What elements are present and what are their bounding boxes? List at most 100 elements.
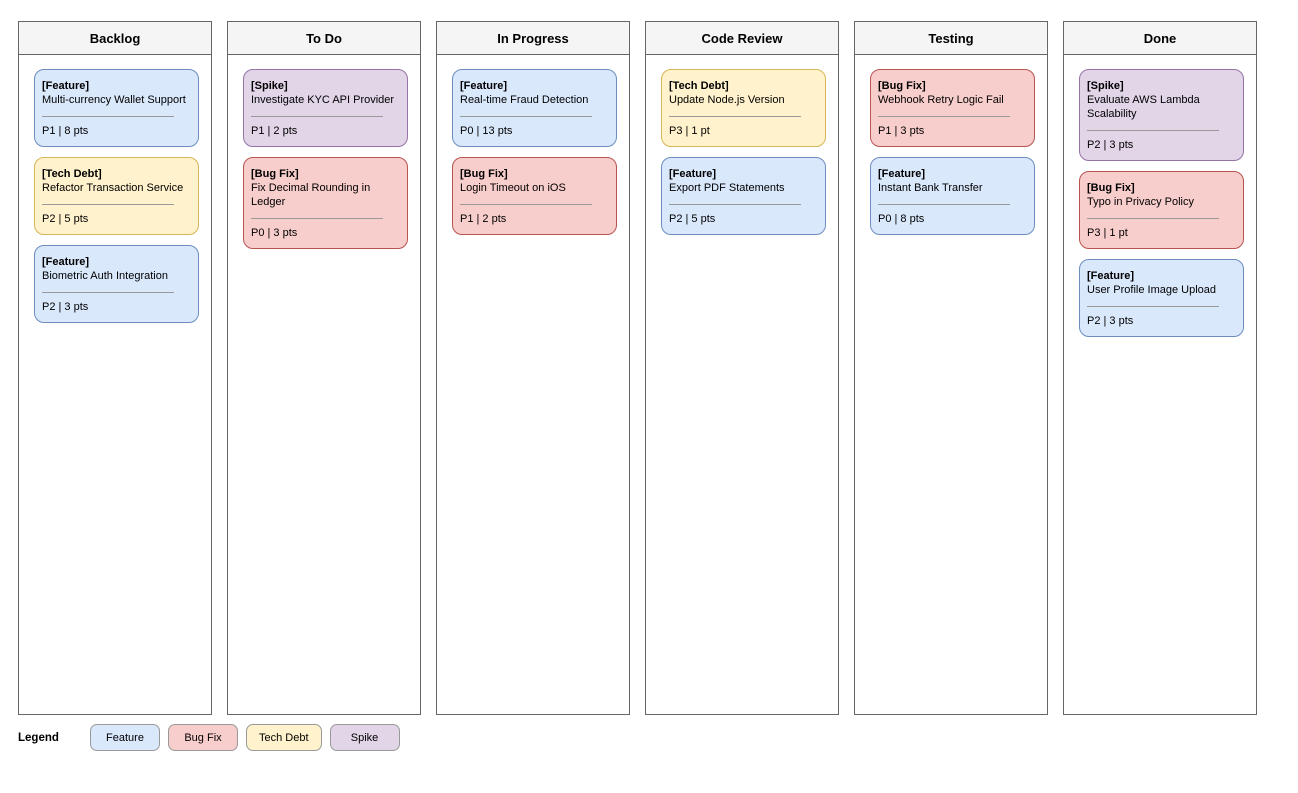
card-type-tag: [Bug Fix] bbox=[1087, 182, 1135, 194]
kanban-column-to-do: To Do [Spike] Investigate KYC API Provid… bbox=[227, 21, 421, 715]
card-priority-points: P2 | 5 pts bbox=[42, 213, 89, 225]
card-divider bbox=[251, 116, 383, 117]
kanban-card[interactable]: [Tech Debt] Refactor Transaction Service… bbox=[34, 157, 199, 235]
column-title: Backlog bbox=[89, 30, 141, 46]
kanban-column-backlog: Backlog [Feature] Multi-currency Wallet … bbox=[18, 21, 212, 715]
card-title: Export PDF Statements bbox=[669, 182, 785, 194]
legend-chip-feature: Feature bbox=[90, 724, 160, 751]
card-divider bbox=[1087, 218, 1219, 219]
legend: Legend Feature Bug Fix Tech Debt Spike bbox=[18, 724, 408, 751]
card-type-tag: [Spike] bbox=[1087, 80, 1124, 92]
card-priority-points: P3 | 1 pt bbox=[1087, 227, 1128, 239]
card-divider bbox=[878, 116, 1010, 117]
card-priority-points: P0 | 3 pts bbox=[251, 227, 298, 239]
kanban-card[interactable]: [Feature] Biometric Auth Integration P2 … bbox=[34, 245, 199, 323]
column-title: Done bbox=[1143, 30, 1177, 46]
kanban-card[interactable]: [Feature] Multi-currency Wallet Support … bbox=[34, 69, 199, 147]
card-type-tag: [Feature] bbox=[669, 168, 717, 180]
legend-label: Legend bbox=[18, 731, 59, 744]
card-title: Typo in Privacy Policy bbox=[1087, 196, 1194, 208]
kanban-card[interactable]: [Feature] User Profile Image Upload P2 |… bbox=[1079, 259, 1244, 337]
column-header: Backlog bbox=[19, 22, 211, 55]
legend-chip-techdebt: Tech Debt bbox=[246, 724, 322, 751]
card-priority-points: P1 | 2 pts bbox=[460, 213, 507, 225]
column-body: [Feature] Multi-currency Wallet Support … bbox=[19, 55, 211, 714]
card-divider bbox=[42, 292, 174, 293]
kanban-column-done: Done [Spike] Evaluate AWS Lambda Scalabi… bbox=[1063, 21, 1257, 715]
kanban-card[interactable]: [Bug Fix] Login Timeout on iOS P1 | 2 pt… bbox=[452, 157, 617, 235]
column-title: In Progress bbox=[497, 30, 569, 46]
legend-chip-bugfix: Bug Fix bbox=[168, 724, 238, 751]
card-type-tag: [Spike] bbox=[251, 80, 288, 92]
kanban-card[interactable]: [Bug Fix] Typo in Privacy Policy P3 | 1 … bbox=[1079, 171, 1244, 249]
card-title: Update Node.js Version bbox=[669, 94, 785, 106]
legend-chip-label: Bug Fix bbox=[184, 731, 222, 744]
card-type-tag: [Bug Fix] bbox=[251, 168, 299, 180]
card-priority-points: P0 | 8 pts bbox=[878, 213, 925, 225]
column-title: Code Review bbox=[701, 30, 783, 46]
card-divider bbox=[42, 116, 174, 117]
legend-chip-label: Tech Debt bbox=[259, 731, 309, 744]
card-divider bbox=[251, 218, 383, 219]
card-priority-points: P1 | 8 pts bbox=[42, 125, 89, 137]
kanban-card[interactable]: [Feature] Export PDF Statements P2 | 5 p… bbox=[661, 157, 826, 235]
card-title: Webhook Retry Logic Fail bbox=[878, 94, 1004, 106]
column-body: [Spike] Investigate KYC API Provider P1 … bbox=[228, 55, 420, 714]
kanban-column-code-review: Code Review [Tech Debt] Update Node.js V… bbox=[645, 21, 839, 715]
column-body: [Spike] Evaluate AWS Lambda Scalability … bbox=[1064, 55, 1256, 714]
column-body: [Bug Fix] Webhook Retry Logic Fail P1 | … bbox=[855, 55, 1047, 714]
legend-chip-label: Feature bbox=[106, 731, 144, 744]
card-priority-points: P1 | 3 pts bbox=[878, 125, 925, 137]
kanban-column-in-progress: In Progress [Feature] Real-time Fraud De… bbox=[436, 21, 630, 715]
card-divider bbox=[1087, 306, 1219, 307]
legend-chip-spike: Spike bbox=[329, 724, 400, 751]
kanban-card[interactable]: [Feature] Real-time Fraud Detection P0 |… bbox=[452, 69, 617, 147]
kanban-board: Backlog [Feature] Multi-currency Wallet … bbox=[18, 21, 1257, 715]
column-title: Testing bbox=[928, 30, 974, 46]
card-priority-points: P2 | 3 pts bbox=[1087, 315, 1134, 327]
column-header: Testing bbox=[855, 22, 1047, 55]
kanban-column-testing: Testing [Bug Fix] Webhook Retry Logic Fa… bbox=[854, 21, 1048, 715]
card-title: Investigate KYC API Provider bbox=[251, 94, 395, 106]
card-divider bbox=[460, 116, 592, 117]
card-priority-points: P3 | 1 pt bbox=[669, 125, 710, 137]
legend-chip-label: Spike bbox=[350, 731, 379, 744]
kanban-card[interactable]: [Bug Fix] Fix Decimal Rounding in Ledger… bbox=[243, 157, 408, 249]
card-divider bbox=[460, 204, 592, 205]
card-title: Refactor Transaction Service bbox=[42, 182, 184, 194]
card-type-tag: [Tech Debt] bbox=[42, 168, 102, 180]
card-priority-points: P2 | 3 pts bbox=[1087, 139, 1134, 151]
card-title: Fix Decimal Rounding in Ledger bbox=[251, 182, 371, 208]
kanban-card[interactable]: [Spike] Evaluate AWS Lambda Scalability … bbox=[1079, 69, 1244, 161]
column-header: To Do bbox=[228, 22, 420, 55]
kanban-card[interactable]: [Tech Debt] Update Node.js Version P3 | … bbox=[661, 69, 826, 147]
kanban-card[interactable]: [Spike] Investigate KYC API Provider P1 … bbox=[243, 69, 408, 147]
column-header: Code Review bbox=[646, 22, 838, 55]
column-body: [Tech Debt] Update Node.js Version P3 | … bbox=[646, 55, 838, 714]
card-priority-points: P2 | 5 pts bbox=[669, 213, 716, 225]
card-type-tag: [Bug Fix] bbox=[460, 168, 508, 180]
card-priority-points: P0 | 13 pts bbox=[460, 125, 513, 137]
legend-chips: Feature Bug Fix Tech Debt Spike bbox=[90, 724, 408, 751]
kanban-card[interactable]: [Feature] Instant Bank Transfer P0 | 8 p… bbox=[870, 157, 1035, 235]
card-divider bbox=[42, 204, 174, 205]
card-divider bbox=[669, 116, 801, 117]
card-title: User Profile Image Upload bbox=[1087, 284, 1217, 296]
card-title: Login Timeout on iOS bbox=[460, 182, 566, 194]
column-title: To Do bbox=[306, 30, 342, 46]
card-divider bbox=[669, 204, 801, 205]
card-type-tag: [Bug Fix] bbox=[878, 80, 926, 92]
card-title: Biometric Auth Integration bbox=[42, 270, 168, 282]
column-body: [Feature] Real-time Fraud Detection P0 |… bbox=[437, 55, 629, 714]
kanban-card[interactable]: [Bug Fix] Webhook Retry Logic Fail P1 | … bbox=[870, 69, 1035, 147]
card-type-tag: [Feature] bbox=[1087, 270, 1135, 282]
card-title: Multi-currency Wallet Support bbox=[42, 94, 186, 106]
card-priority-points: P2 | 3 pts bbox=[42, 301, 89, 313]
column-header: Done bbox=[1064, 22, 1256, 55]
card-type-tag: [Feature] bbox=[42, 80, 90, 92]
card-title: Instant Bank Transfer bbox=[878, 182, 983, 194]
card-divider bbox=[878, 204, 1010, 205]
card-type-tag: [Feature] bbox=[460, 80, 508, 92]
card-type-tag: [Tech Debt] bbox=[669, 80, 729, 92]
card-priority-points: P1 | 2 pts bbox=[251, 125, 298, 137]
